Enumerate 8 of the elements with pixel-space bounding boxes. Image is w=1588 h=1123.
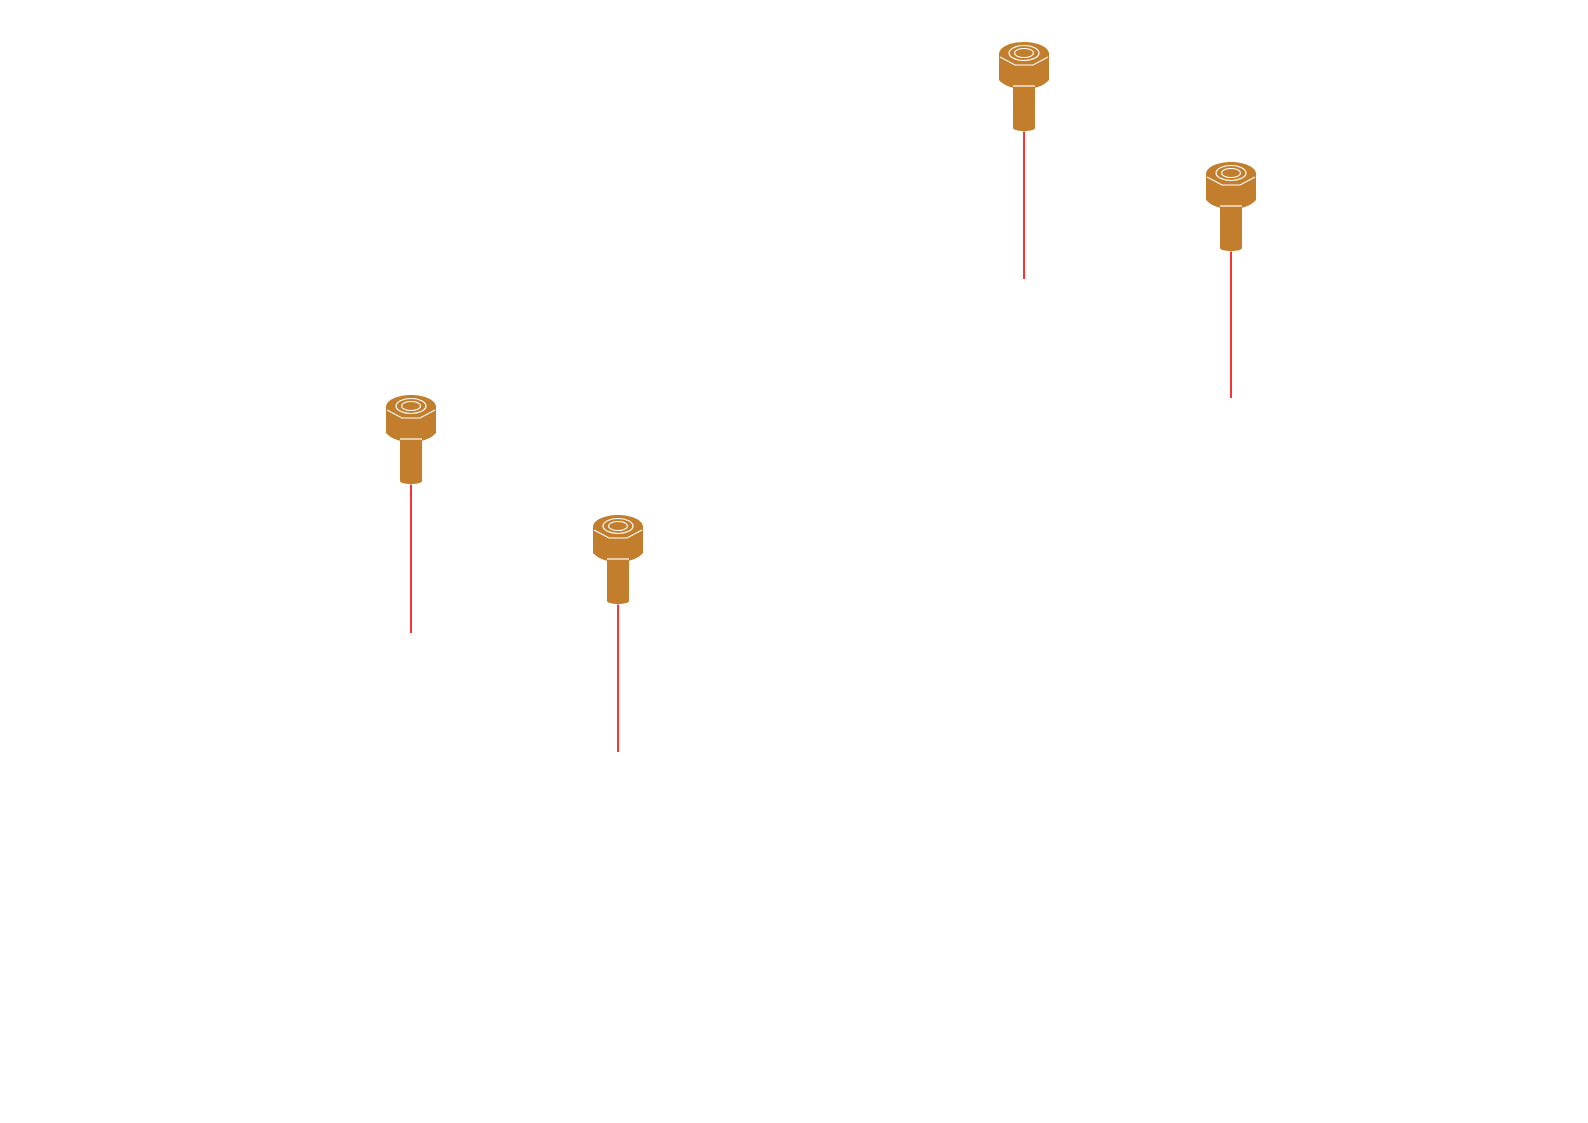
bolt-drawing: [386, 395, 436, 484]
bolt-drawing: [1206, 162, 1256, 251]
leader-line: [1230, 250, 1232, 399]
leader-line: [410, 483, 412, 634]
bolt-drawing: [999, 42, 1049, 131]
leader-line: [1023, 130, 1025, 280]
leader-line: [617, 603, 619, 753]
bolt-drawing: [593, 515, 643, 604]
